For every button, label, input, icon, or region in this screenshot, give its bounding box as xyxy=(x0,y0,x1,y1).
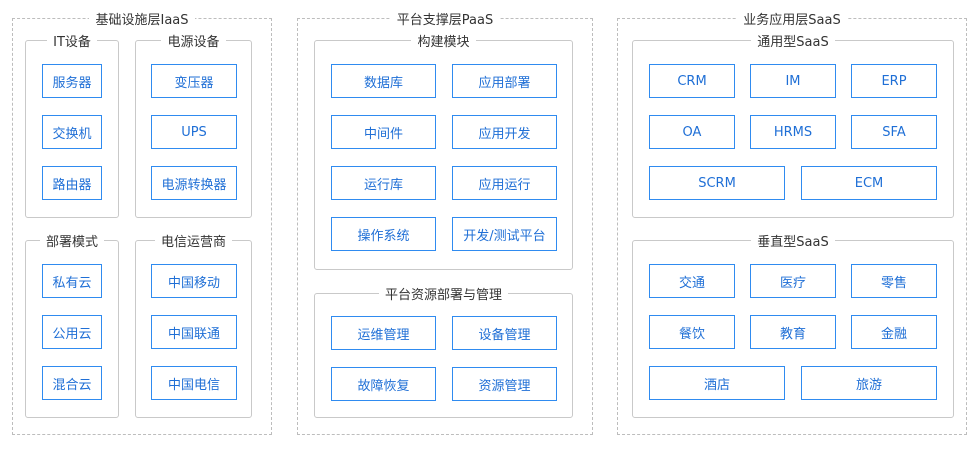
power-equipment-group: 电源设备 变压器 UPS 电源转换器 xyxy=(135,35,252,218)
vertical-item-education: 教育 xyxy=(750,315,836,349)
build-item-os: 操作系统 xyxy=(331,217,436,251)
power-item-transformer: 变压器 xyxy=(151,64,237,98)
resource-item-ops: 运维管理 xyxy=(331,316,436,350)
deploy-item-private-cloud: 私有云 xyxy=(42,264,102,298)
build-module-group: 构建模块 数据库 应用部署 中间件 应用开发 运行库 应用运行 操作系统 开发/… xyxy=(314,35,573,270)
it-equipment-group: IT设备 服务器 交换机 路由器 xyxy=(25,35,119,218)
general-item-hrms: HRMS xyxy=(750,115,836,149)
resource-item-device-mgmt: 设备管理 xyxy=(452,316,557,350)
vertical-item-finance: 金融 xyxy=(851,315,937,349)
general-item-im: IM xyxy=(750,64,836,98)
vertical-item-retail: 零售 xyxy=(851,264,937,298)
general-item-sfa: SFA xyxy=(851,115,937,149)
resource-item-resource-mgmt: 资源管理 xyxy=(452,367,557,401)
vertical-saas-group: 垂直型SaaS 交通 医疗 零售 餐饮 教育 金融 酒店 旅游 xyxy=(632,235,954,418)
general-item-oa: OA xyxy=(649,115,735,149)
deploy-mode-group: 部署模式 私有云 公用云 混合云 xyxy=(25,235,119,418)
general-item-erp: ERP xyxy=(851,64,937,98)
power-item-converter: 电源转换器 xyxy=(151,166,237,200)
vertical-item-medical: 医疗 xyxy=(750,264,836,298)
resource-item-fault-recovery: 故障恢复 xyxy=(331,367,436,401)
build-item-runtime-lib: 运行库 xyxy=(331,166,436,200)
build-item-database: 数据库 xyxy=(331,64,436,98)
telecom-item-china-telecom: 中国电信 xyxy=(151,366,237,400)
deploy-item-public-cloud: 公用云 xyxy=(42,315,102,349)
telecom-operator-group: 电信运营商 中国移动 中国联通 中国电信 xyxy=(135,235,252,418)
build-item-app-deploy: 应用部署 xyxy=(452,64,557,98)
power-item-ups: UPS xyxy=(151,115,237,149)
vertical-item-catering: 餐饮 xyxy=(649,315,735,349)
general-saas-group: 通用型SaaS CRM IM ERP OA HRMS SFA SCRM ECM xyxy=(632,35,954,218)
saas-layer-title: 业务应用层SaaS xyxy=(737,13,847,28)
general-item-scrm: SCRM xyxy=(649,166,785,200)
build-item-dev-test-platform: 开发/测试平台 xyxy=(452,217,557,251)
general-item-ecm: ECM xyxy=(801,166,937,200)
telecom-item-china-unicom: 中国联通 xyxy=(151,315,237,349)
resource-management-group: 平台资源部署与管理 运维管理 设备管理 故障恢复 资源管理 xyxy=(314,288,573,418)
telecom-item-china-mobile: 中国移动 xyxy=(151,264,237,298)
build-item-middleware: 中间件 xyxy=(331,115,436,149)
deploy-item-hybrid-cloud: 混合云 xyxy=(42,366,102,400)
paas-layer-title: 平台支撑层PaaS xyxy=(390,13,500,28)
it-item-router: 路由器 xyxy=(42,166,102,200)
build-item-app-dev: 应用开发 xyxy=(452,115,557,149)
build-item-app-run: 应用运行 xyxy=(452,166,557,200)
it-item-switch: 交换机 xyxy=(42,115,102,149)
general-item-crm: CRM xyxy=(649,64,735,98)
it-item-server: 服务器 xyxy=(42,64,102,98)
vertical-item-tourism: 旅游 xyxy=(801,366,937,400)
iaas-layer-title: 基础设施层IaaS xyxy=(89,13,195,28)
vertical-item-hotel: 酒店 xyxy=(649,366,785,400)
vertical-item-transport: 交通 xyxy=(649,264,735,298)
